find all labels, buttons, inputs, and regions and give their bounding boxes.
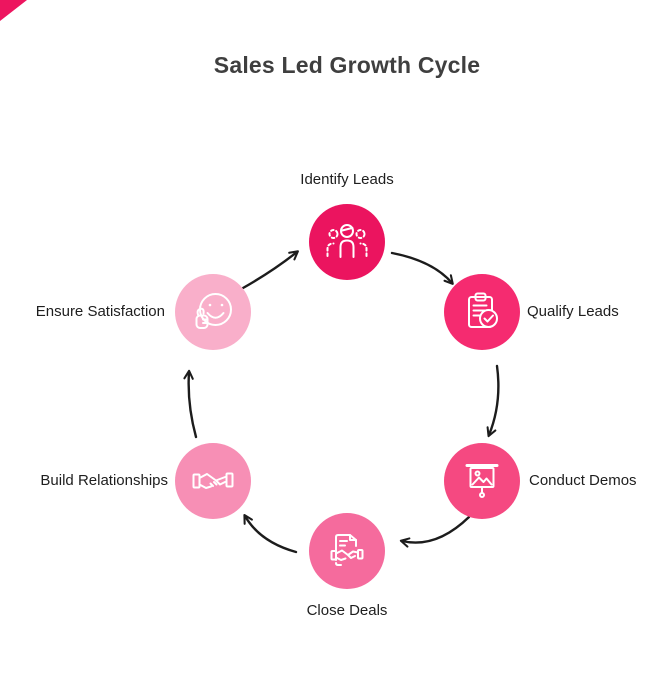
- contract-handshake-icon: [323, 527, 371, 575]
- arrow-build-to-ensure: [183, 369, 198, 439]
- step-label-ensure-satisfaction: Ensure Satisfaction: [35, 303, 165, 320]
- cycle-node-build-relationships: [175, 443, 251, 519]
- presentation-icon: [458, 457, 506, 505]
- arrow-ensure-to-identify: [241, 250, 299, 290]
- arrow-close-to-build: [243, 513, 298, 554]
- step-label-conduct-demos: Conduct Demos: [529, 472, 637, 489]
- step-label-identify-leads: Identify Leads: [300, 171, 394, 188]
- page-title: Sales Led Growth Cycle: [213, 52, 481, 78]
- cycle-node-qualify-leads: [444, 274, 520, 350]
- step-label-build-relationships: Build Relationships: [40, 472, 168, 489]
- arrow-qualify-to-conduct: [486, 364, 500, 438]
- corner-accent-shape: [0, 0, 27, 21]
- step-label-close-deals: Close Deals: [306, 602, 388, 619]
- clipboard-check-icon: [458, 288, 506, 336]
- handshake-icon: [189, 457, 237, 505]
- cycle-node-conduct-demos: [444, 443, 520, 519]
- arrow-identify-to-qualify: [390, 251, 454, 285]
- step-label-qualify-leads: Qualify Leads: [527, 303, 619, 320]
- smiley-thumbs-up-icon: [189, 288, 237, 336]
- cycle-node-identify-leads: [309, 204, 385, 280]
- group-leads-icon: [323, 218, 371, 266]
- arrow-conduct-to-close: [399, 515, 471, 548]
- cycle-node-close-deals: [309, 513, 385, 589]
- cycle-node-ensure-satisfaction: [175, 274, 251, 350]
